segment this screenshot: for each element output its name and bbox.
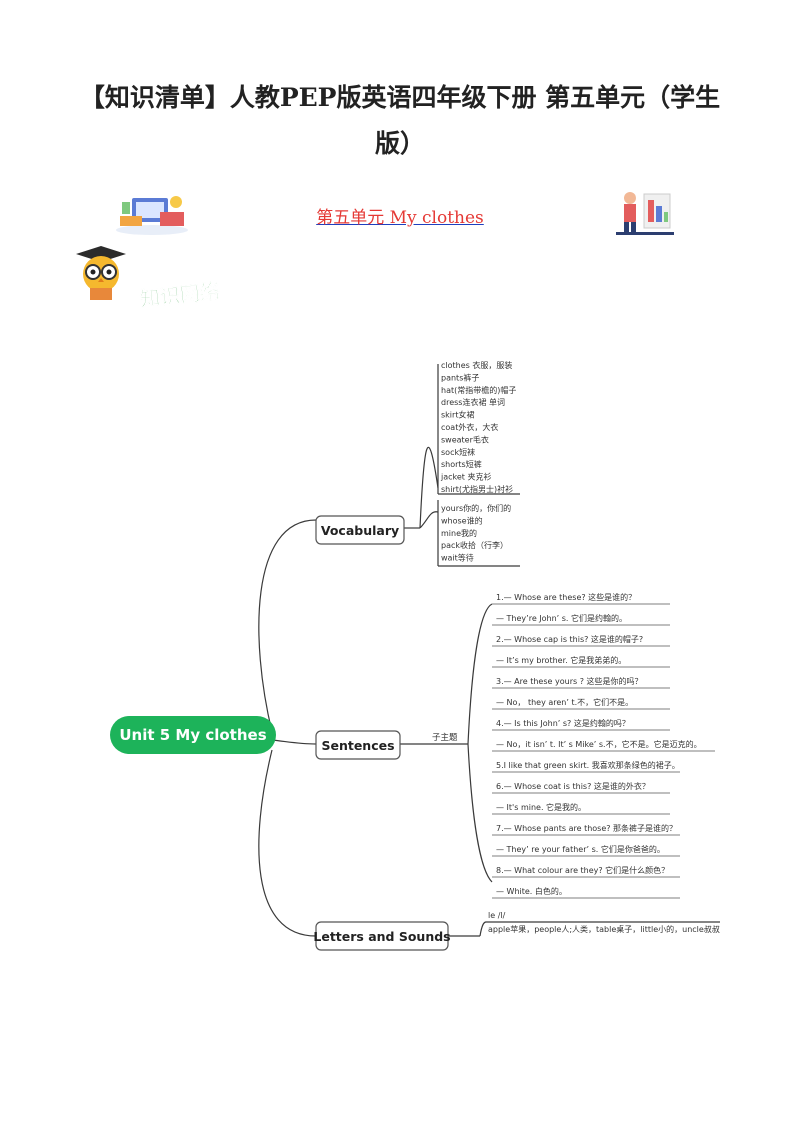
vocabulary-group1: clothes 衣服，服装 pants裤子 hat(常指带檐的)帽子 dress连衣裙…: [440, 360, 516, 494]
sentence-item: — No， they aren’ t.不，它们不是。: [496, 697, 633, 707]
page-title-line1: 【知识清单】人教PEP版英语四年级下册 第五单元（学生: [79, 83, 721, 112]
vocabulary-word: shirt(尤指男士)衬衫: [441, 484, 513, 494]
study-illustration-right: [616, 192, 674, 235]
vocabulary-word: dress连衣裙 单词: [441, 397, 505, 407]
vocabulary-label: Vocabulary: [321, 523, 399, 538]
vocabulary-word: jacket 夹克衫: [440, 472, 491, 482]
sentence-item: — They’re John’ s. 它们是约翰的。: [496, 613, 627, 623]
vocabulary-word: wait等待: [441, 553, 474, 563]
sentence-item: 2.— Whose cap is this? 这是谁的帽子?: [496, 634, 643, 644]
study-illustration-left: [116, 196, 188, 235]
sentence-item: 3.— Are these yours ? 这些是你的吗？: [496, 676, 642, 686]
vocabulary-word: sweater毛衣: [441, 434, 489, 444]
sentence-item: — It's mine. 它是我的。: [496, 802, 586, 812]
vocabulary-word: pants裤子: [441, 372, 479, 382]
vocabulary-word: sock短袜: [441, 447, 475, 457]
letters-label: Letters and Sounds: [313, 929, 450, 944]
vocabulary-word: pack收拾（行李）: [441, 540, 508, 550]
letters-line1: le /l/: [488, 911, 506, 920]
sentence-item: — They’ re your father’ s. 它们是你爸爸的。: [496, 844, 665, 854]
sentence-list: 1.— Whose are these? 这些是谁的？ — They’re Joh…: [496, 592, 702, 896]
sentences-label: Sentences: [321, 738, 394, 753]
sentences-sublabel: 子主题: [432, 732, 458, 743]
vocabulary-word: coat外衣，大衣: [441, 422, 498, 432]
owl-mascot-icon: [76, 246, 126, 300]
sentences-node[interactable]: Sentences: [315, 730, 401, 760]
vocabulary-group2: yours你的，你们的 whose谁的 mine我的 pack收拾（行李） wait等待: [441, 503, 511, 563]
vocabulary-word: hat(常指带檐的)帽子: [441, 385, 516, 395]
sentence-item: — It’s my brother. 它是我弟弟的。: [496, 655, 626, 665]
sentence-item: 6.— Whose coat is this? 这是谁的外衣？: [496, 781, 650, 791]
page-title-line2: 版）: [374, 129, 425, 158]
vocabulary-word: yours你的，你们的: [441, 503, 511, 513]
sentence-item: 5.I like that green skirt. 我喜欢那条绿色的裙子。: [496, 760, 680, 770]
sentence-item: 1.— Whose are these? 这些是谁的？: [496, 592, 636, 602]
letters-node[interactable]: Letters and Sounds: [313, 921, 451, 951]
knowledge-network-badge: 知识网络: [139, 279, 222, 312]
vocabulary-word: shorts短裤: [441, 459, 482, 469]
sentence-item: — White. 白色的。: [496, 886, 567, 896]
vocabulary-node[interactable]: Vocabulary: [315, 515, 405, 545]
vocabulary-word: skirt女裙: [441, 410, 474, 420]
sentence-item: 7.— Whose pants are those? 那条裤子是谁的？: [496, 823, 677, 833]
vocabulary-word: clothes 衣服，服装: [441, 360, 512, 370]
vocabulary-word: whose谁的: [441, 515, 483, 525]
sentence-item: — No，it isn’ t. It’ s Mike’ s.不，它不是。它是迈克…: [496, 739, 702, 749]
root-node[interactable]: Unit 5 My clothes: [110, 716, 276, 754]
root-label: Unit 5 My clothes: [119, 726, 266, 744]
letters-line2: apple苹果，people人;人类，table桌子，little小的，uncl…: [488, 924, 720, 934]
sentence-item: 4.— Is this John’ s? 这是约翰的吗？: [496, 718, 630, 728]
sentence-item: 8.— What colour are they? 它们是什么颜色？: [496, 865, 669, 875]
unit-subtitle: 第五单元 My clothes: [316, 208, 484, 228]
vocabulary-word: mine我的: [441, 528, 477, 538]
